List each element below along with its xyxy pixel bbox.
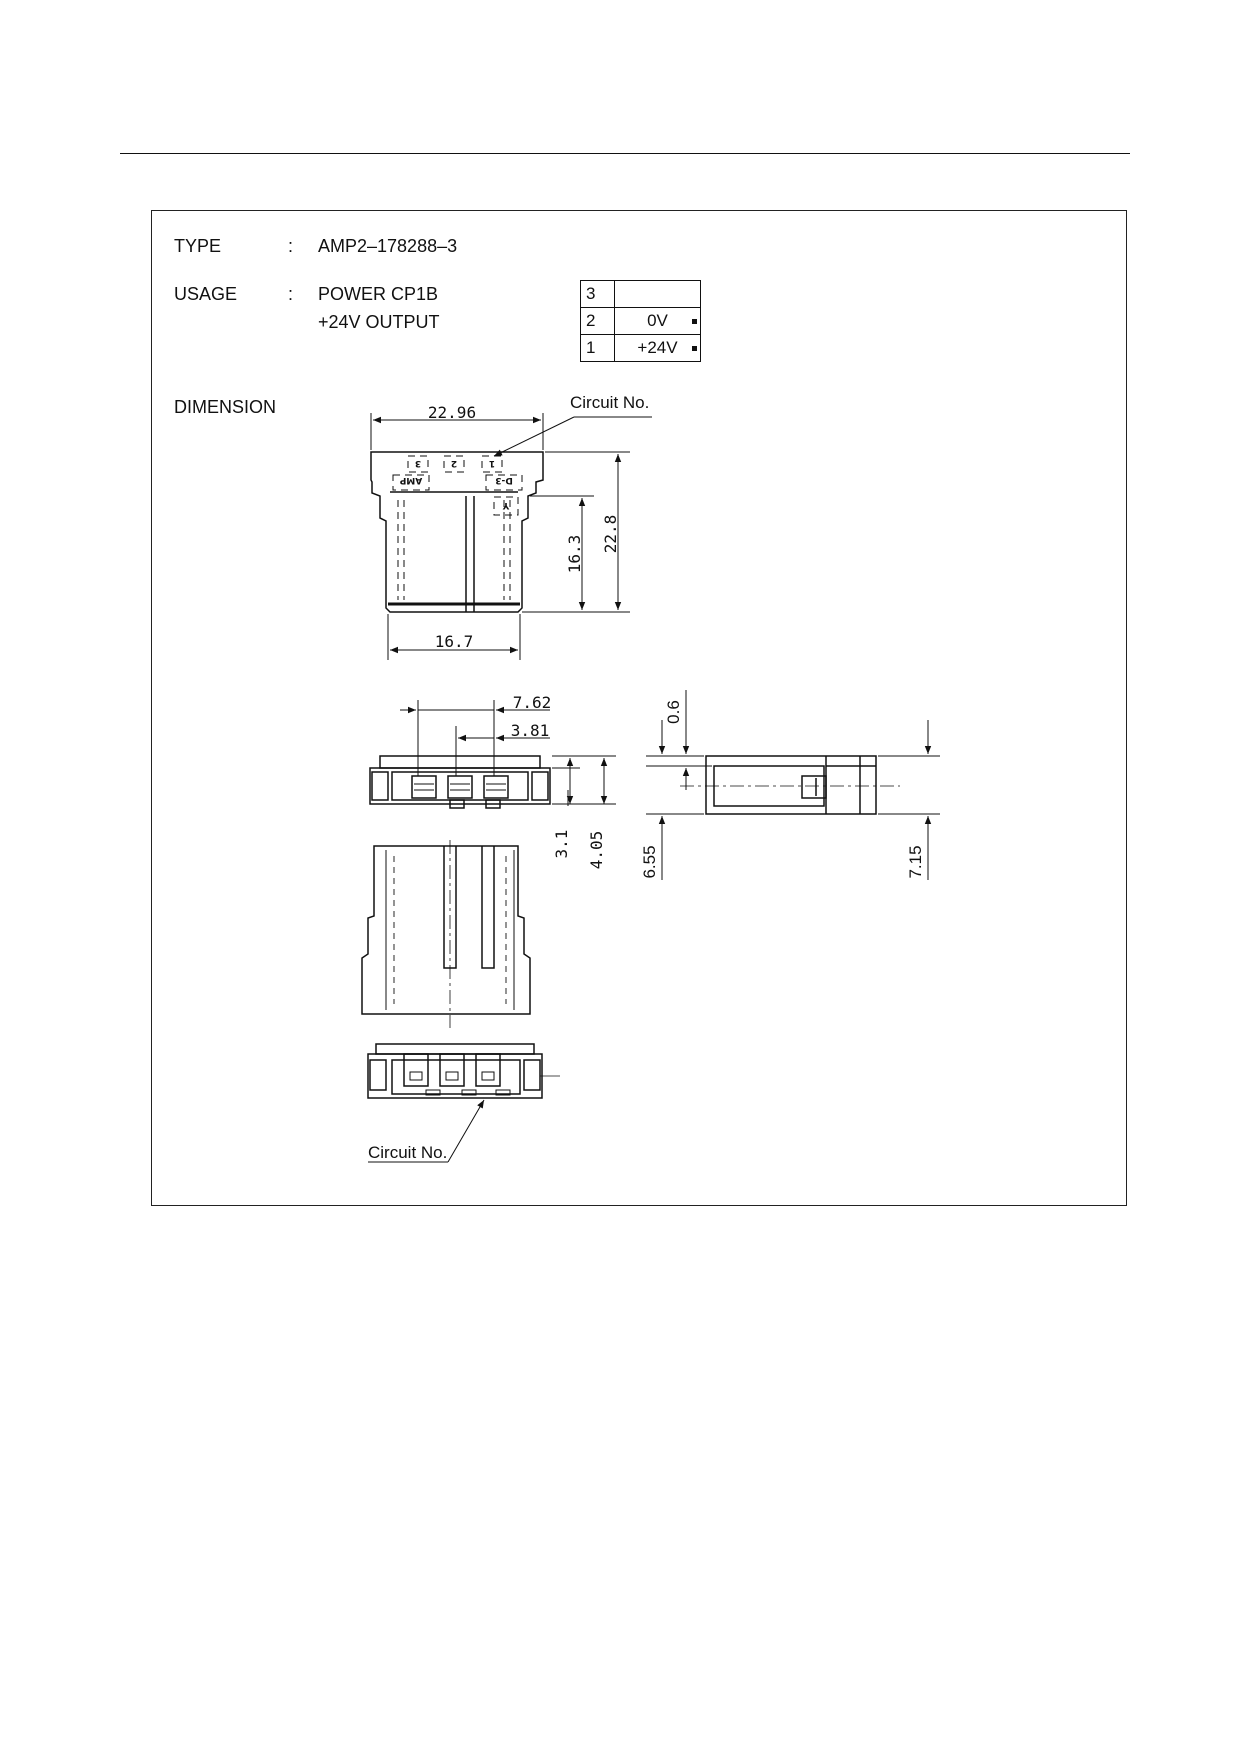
- type-colon: :: [288, 236, 294, 256]
- cavity-2-mark: 2: [451, 458, 457, 468]
- usage-colon: :: [288, 284, 294, 304]
- side-view: [680, 755, 900, 815]
- front-view-dimensions: [370, 413, 652, 660]
- dim-height-body: 16.3: [565, 535, 584, 574]
- pin-marker-icon: [692, 346, 697, 351]
- rear-view: [361, 840, 531, 1028]
- header-rule: [120, 153, 1130, 154]
- pin-row: 3: [580, 280, 701, 308]
- end-view-callout: [368, 1099, 485, 1163]
- usage-line-2: +24V OUTPUT: [318, 312, 440, 332]
- pin-row: 2 0V: [580, 307, 701, 335]
- pin-signal-text: +24V: [637, 338, 678, 357]
- dim-side-7-15: 7.15: [906, 845, 925, 878]
- dim-width-overall: 22.96: [428, 403, 476, 422]
- d3-mark: D-3: [495, 475, 513, 485]
- type-label: TYPE: [174, 236, 222, 256]
- dim-height-overall: 22.8: [601, 515, 620, 554]
- top-view: [369, 755, 551, 809]
- cavity-1-mark: 1: [489, 458, 495, 468]
- pin-number: 1: [580, 334, 615, 362]
- pin-signal: +24V: [614, 334, 701, 362]
- end-view: [367, 1043, 560, 1099]
- y-mark: Y: [502, 500, 510, 510]
- circuit-no-callout-top: Circuit No.: [570, 393, 649, 412]
- pin-signal: 0V: [614, 307, 701, 335]
- dim-pitch-double: 7.62: [513, 693, 552, 712]
- dim-3-1: 3.1: [552, 830, 571, 859]
- usage-line-1: POWER CP1B: [318, 284, 439, 304]
- dim-side-6-55: 6.55: [640, 845, 659, 878]
- circuit-no-callout-bottom: Circuit No.: [368, 1143, 447, 1162]
- type-value: AMP2–178288–3: [318, 236, 458, 256]
- side-view-dimensions: [646, 690, 940, 880]
- pin-signal: [614, 280, 701, 308]
- pin-assignment-table: 3 2 0V 1 +24V: [580, 280, 701, 362]
- pin-signal-text: 0V: [647, 311, 668, 330]
- dim-pitch: 3.81: [511, 721, 550, 740]
- pin-marker-icon: [692, 319, 697, 324]
- dimension-label: DIMENSION: [174, 397, 277, 417]
- front-view: [370, 451, 544, 613]
- amp-mark: AMP: [399, 475, 422, 485]
- dim-4-05: 4.05: [587, 831, 606, 870]
- front-view-marks: 3 2 1 AMP D-3 Y: [399, 458, 512, 510]
- dim-side-0-6: 0.6: [664, 700, 683, 724]
- cavity-3-mark: 3: [415, 458, 421, 468]
- top-view-dimensions: [400, 700, 616, 806]
- usage-label: USAGE: [174, 284, 238, 304]
- dim-width-body: 16.7: [435, 632, 474, 651]
- pin-row: 1 +24V: [580, 334, 701, 362]
- drawing-frame: [151, 210, 1127, 1206]
